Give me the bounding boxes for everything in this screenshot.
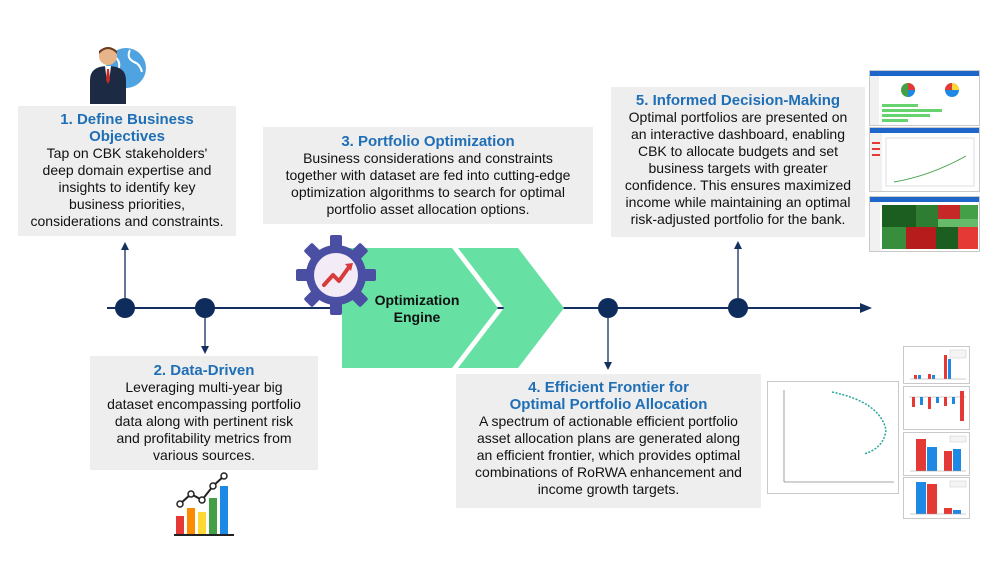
step1-body-line: deep domain expertise and — [42, 162, 212, 178]
step5-body-line: an interactive dashboard, enabling — [630, 126, 846, 142]
step2-body-line: dataset encompassing portfolio — [107, 396, 301, 412]
bar-thumbnail-2 — [903, 386, 970, 430]
step5-body-line: risk-adjusted portfolio for the bank. — [630, 211, 846, 227]
timeline-node-2 — [195, 298, 215, 318]
step5-body-line: income while maintaining an optimal — [625, 194, 851, 210]
timeline-arrowhead — [860, 303, 872, 313]
step1-body-line: considerations and constraints. — [30, 213, 224, 229]
step4-body-line: income growth targets. — [537, 481, 680, 497]
step1-body-line: Tap on CBK stakeholders' — [46, 145, 208, 161]
step3-body-line: together with dataset are fed into cutti… — [285, 167, 571, 183]
step2-title: 2. Data-Driven — [153, 362, 255, 379]
step5-body-line: CBK to allocate budgets and set — [637, 143, 839, 159]
step1-body-line: insights to identify key — [58, 179, 196, 195]
engine-label: Optimization Engine — [362, 292, 472, 326]
step4-box: 4. Efficient Frontier for Optimal Portfo… — [456, 374, 761, 508]
dashboard-thumbnail-treemap — [869, 196, 980, 252]
step4-body-line: A spectrum of actionable efficient portf… — [479, 413, 738, 429]
timeline-node-1 — [115, 298, 135, 318]
bar-thumbnail-4 — [903, 477, 970, 519]
timeline-node-4 — [598, 298, 618, 318]
step4-title-line2: Optimal Portfolio Allocation — [509, 396, 708, 413]
step3-box: 3. Portfolio Optimization Business consi… — [263, 127, 593, 224]
chevron-engine — [342, 248, 498, 368]
step2-body-line: various sources. — [153, 447, 255, 463]
dashboard-thumbnail-pie — [869, 70, 980, 126]
step3-body-line: optimization algorithms to search for op… — [291, 184, 565, 200]
efficient-frontier-thumbnail — [767, 381, 899, 494]
dashboard-thumbnail-frontier — [869, 127, 980, 192]
engine-label-line2: Engine — [393, 309, 441, 325]
step4-body-line: combinations of RoRWA enhancement and — [475, 464, 742, 480]
bar-thumbnail-3 — [903, 432, 970, 476]
step4-body-line: an efficient frontier, which provides op… — [476, 447, 741, 463]
chevron-second — [458, 248, 564, 368]
step1-box: 1. Define Business Objectives Tap on CBK… — [18, 106, 236, 236]
gear-trend-icon — [296, 235, 376, 315]
step1-title-line1: 1. Define Business — [60, 111, 194, 128]
step2-body-line: Leveraging multi-year big — [125, 379, 283, 395]
step2-body-line: data along with pertinent risk — [114, 413, 294, 429]
step4-title-line1: 4. Efficient Frontier for — [528, 379, 689, 396]
bar-thumbnail-1 — [903, 346, 970, 384]
step2-body-line: and profitability metrics from — [116, 430, 292, 446]
step3-title: 3. Portfolio Optimization — [341, 133, 515, 150]
step1-title-line2: Objectives — [89, 128, 165, 145]
step5-title: 5. Informed Decision-Making — [635, 92, 841, 109]
businessman-globe-icon — [90, 47, 146, 104]
step5-body-line: business targets with greater — [648, 160, 828, 176]
step2-box: 2. Data-Driven Leveraging multi-year big… — [90, 356, 318, 470]
step5-body-line: Optimal portfolios are presented on — [628, 109, 848, 125]
step5-body-line: confidence. This ensures maximized — [624, 177, 852, 193]
step1-body-line: business priorities, — [69, 196, 185, 212]
step5-box: 5. Informed Decision-Making Optimal port… — [611, 87, 865, 237]
bar-chart-growth-icon — [174, 472, 234, 536]
step3-body-line: Business considerations and constraints — [303, 150, 553, 166]
timeline-node-5 — [728, 298, 748, 318]
step4-body-line: asset allocation plans are generated alo… — [476, 430, 741, 446]
engine-label-line1: Optimization — [374, 292, 460, 308]
step3-body-line: portfolio asset allocation options. — [326, 201, 530, 217]
